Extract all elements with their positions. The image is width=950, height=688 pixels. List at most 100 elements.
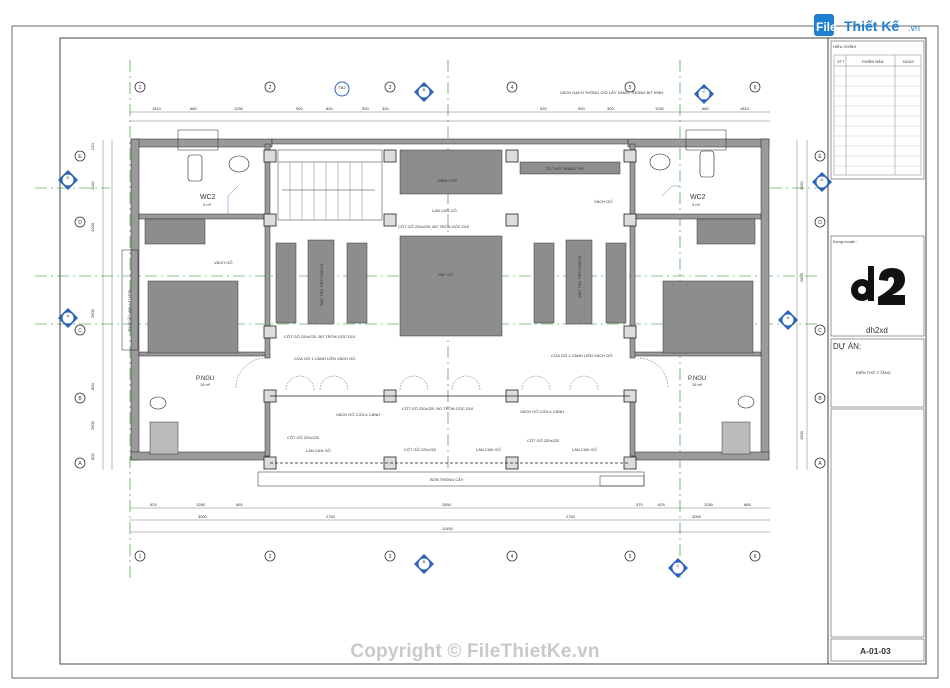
svg-text:1810: 1810 [740, 106, 750, 111]
svg-text:1280: 1280 [704, 502, 714, 507]
note-railing-top: LAN CAN GỖ [432, 208, 457, 213]
svg-text:800: 800 [90, 383, 95, 390]
svg-text:1000: 1000 [90, 222, 95, 232]
svg-text:D: D [78, 220, 82, 226]
svg-text:300: 300 [362, 106, 369, 111]
svg-text:E: E [818, 154, 822, 160]
svg-text:210: 210 [90, 143, 95, 150]
building-walls [130, 138, 770, 461]
svg-text:300: 300 [607, 106, 614, 111]
note-col-c: CỘT GỖ 220x220 [527, 438, 560, 443]
note-door4-left: VÁCH GỖ CỬA 4 CÁNH [336, 412, 380, 417]
room-wc-right-area: 4 m² [692, 202, 701, 207]
svg-text:900: 900 [296, 106, 303, 111]
furniture [144, 149, 756, 455]
label-altar-rack: TỦ THỜ TRANG TRÍ [546, 166, 585, 171]
model-label: Dựng model : [833, 239, 857, 244]
blue-leaders [227, 185, 680, 214]
svg-text:800: 800 [326, 106, 333, 111]
fixtures [149, 150, 755, 410]
title-block: HIỆU CHỈNH STT PHIÊN BẢN NGÀY Dựng model… [827, 38, 925, 664]
svg-text:B: B [818, 396, 822, 402]
stair [277, 149, 383, 221]
section-marker-right-d: D [812, 172, 832, 192]
svg-text:1810: 1810 [152, 106, 162, 111]
svg-text:3000: 3000 [692, 514, 702, 519]
svg-text:11450: 11450 [442, 526, 454, 531]
svg-text:300: 300 [382, 106, 389, 111]
section-marker-bottom-b: B [414, 554, 434, 574]
svg-text:900: 900 [578, 106, 585, 111]
svg-text:370: 370 [636, 502, 643, 507]
section-marker-bottom-c: C [668, 558, 688, 578]
room-bed-right: P.NGU [688, 376, 706, 382]
svg-text:C: C [78, 328, 82, 334]
room-wc-left: WC2 [200, 194, 216, 201]
svg-text:1280: 1280 [196, 502, 206, 507]
room-wc-right: WC2 [690, 194, 706, 201]
svg-text:625: 625 [658, 502, 665, 507]
svg-text:665: 665 [744, 502, 751, 507]
brand-name: dh2xd [866, 326, 888, 335]
section-marker-tb2: TB2 [334, 81, 350, 97]
svg-text:2800: 2800 [799, 272, 804, 282]
note-partition-wc-right: VÁCH GỖ [594, 199, 612, 204]
inner-border [59, 37, 927, 665]
svg-text:2800: 2800 [90, 308, 95, 318]
project-name: ĐIỆN THỜ 2 TẦNG [856, 370, 891, 375]
note-rail-c: LAN CAN GỖ [572, 447, 597, 452]
note-col-round-left: CỘT GỖ 220x220, BO TRÒN GÓC D10 [284, 334, 356, 339]
dimension-texts-side: 210 1100 1000 2800 800 1600 800 1100 280… [90, 143, 804, 460]
svg-text:D: D [821, 177, 824, 182]
svg-text:B: B [423, 559, 426, 564]
label-altar: ĐIỆN THỜ [438, 178, 458, 183]
svg-text:.vn: .vn [908, 23, 920, 33]
svg-text:680: 680 [702, 106, 709, 111]
svg-text:5: 5 [629, 554, 632, 560]
site-logo[interactable]: File Thiết Kế .vn [812, 8, 940, 40]
svg-text:B: B [423, 87, 426, 92]
svg-text:625: 625 [150, 502, 157, 507]
svg-text:800: 800 [90, 453, 95, 460]
room-bed-left-area: 15 m² [200, 382, 211, 387]
svg-text:A: A [67, 313, 70, 318]
svg-text:B: B [78, 396, 82, 402]
svg-text:1250: 1250 [234, 106, 244, 111]
section-marker-left-a: A [58, 308, 78, 328]
svg-text:2750: 2750 [566, 514, 576, 519]
svg-text:A: A [78, 461, 82, 467]
svg-text:6: 6 [754, 554, 757, 560]
logo-mark: File Thiết Kế .vn [814, 14, 920, 36]
svg-text:665: 665 [236, 502, 243, 507]
svg-text:3: 3 [389, 554, 392, 560]
dimension-lines [102, 111, 808, 533]
room-bed-left: P.NGU [196, 376, 214, 382]
note-rail-b: LAN CAN GỖ [476, 447, 501, 452]
svg-text:1: 1 [139, 85, 142, 91]
label-wardrobe: TỦ QUẦN ÁO + TỦ ĐỒ [127, 290, 132, 332]
svg-text:1250: 1250 [655, 106, 665, 111]
door-swings [235, 357, 669, 391]
outer-border [11, 25, 939, 679]
svg-text:6: 6 [754, 85, 757, 91]
svg-text:3: 3 [389, 85, 392, 91]
revision-header: HIỆU CHỈNH [833, 44, 856, 49]
note-door-left: CỬA GỖ 1 CÁNH LIỀN VÁCH GỖ [294, 356, 355, 361]
svg-text:D: D [818, 220, 822, 226]
label-bench-right: SÀN TRÀ TIẾP KHÁCH [577, 256, 582, 298]
svg-text:Thiết Kế: Thiết Kế [844, 18, 899, 34]
note-col-round-top: CỘT GỖ 220x220, BO TRÒN GÓC D10 [398, 224, 470, 229]
svg-text:1600: 1600 [90, 420, 95, 430]
note-partition-left: VÁCH GỖ [214, 260, 232, 265]
grid-bubbles [74, 81, 826, 562]
svg-text:680: 680 [190, 106, 197, 111]
railings [270, 395, 630, 464]
svg-text:1100: 1100 [90, 181, 95, 190]
svg-text:4: 4 [511, 554, 514, 560]
col-date: NGÀY [903, 59, 915, 64]
col-desc: PHIÊN BẢN [862, 59, 884, 64]
